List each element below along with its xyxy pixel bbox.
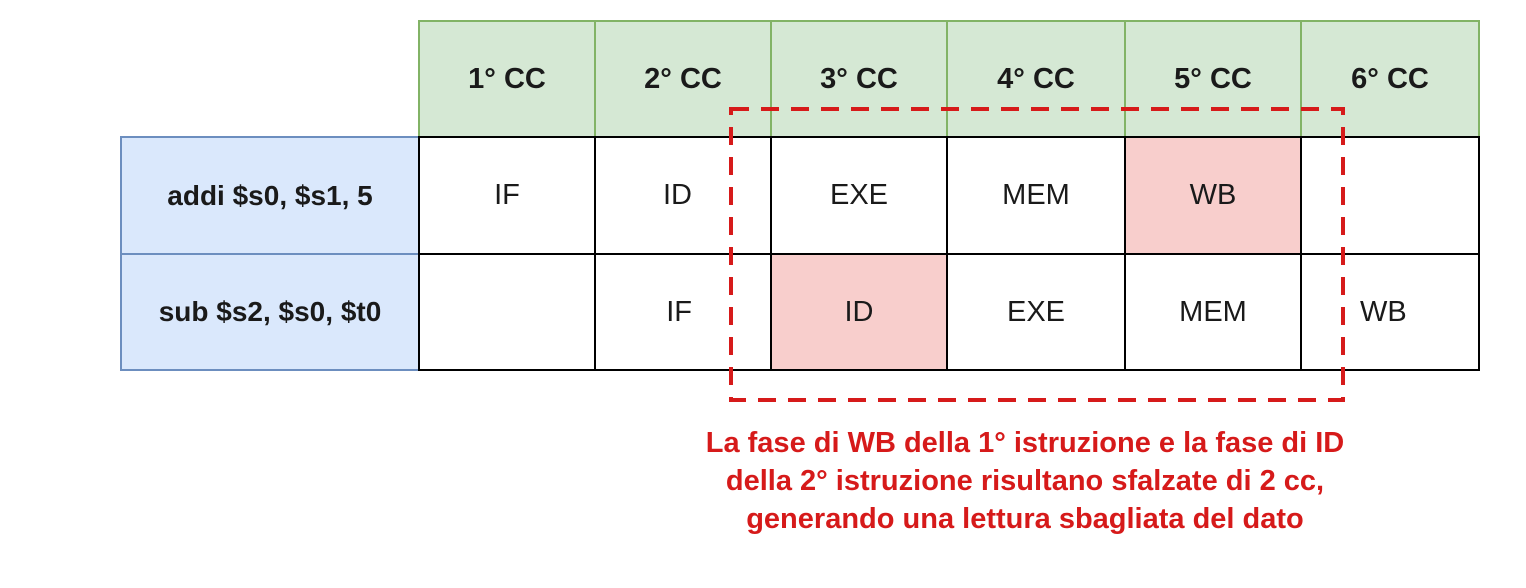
caption-line-3: generando una lettura sbagliata del dato: [746, 503, 1304, 535]
stage-cell: IF: [418, 136, 596, 255]
stage-cell-highlighted: ID: [770, 253, 948, 371]
caption-line-1: La fase di WB della 1° istruzione e la f…: [705, 427, 1345, 459]
stage-cell: EXE: [770, 136, 948, 255]
header-cycle-1: 1° CC: [418, 20, 596, 138]
hazard-caption: La fase di WB della 1° istruzione e la f…: [640, 424, 1410, 538]
stage-cell: ID: [594, 136, 772, 255]
header-cycle-6: 6° CC: [1300, 20, 1480, 138]
stage-cell: WB: [1300, 253, 1480, 371]
header-cycle-3: 3° CC: [770, 20, 948, 138]
stage-cell: IF: [594, 253, 772, 371]
header-cycle-5: 5° CC: [1124, 20, 1302, 138]
row-instruction-addi: addi $s0, $s1, 5: [120, 136, 420, 255]
header-cycle-4: 4° CC: [946, 20, 1126, 138]
hazard-dashed-rect: [729, 107, 1345, 402]
caption-line-2: della 2° istruzione risultano sfalzate d…: [725, 465, 1325, 497]
stage-cell: EXE: [946, 253, 1126, 371]
stage-cell: MEM: [1124, 253, 1302, 371]
row-instruction-sub: sub $s2, $s0, $t0: [120, 253, 420, 371]
